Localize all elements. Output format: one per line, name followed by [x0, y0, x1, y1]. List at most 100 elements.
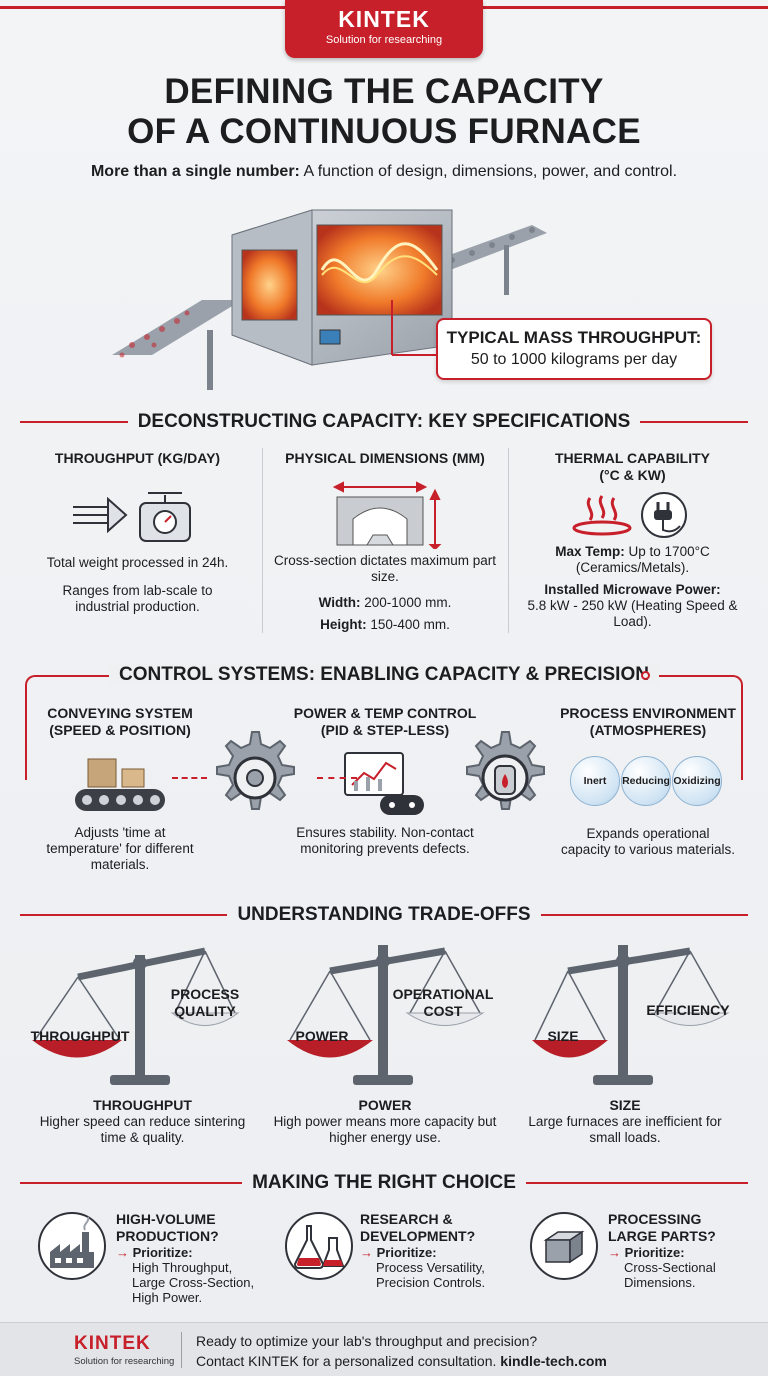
balance-scale-size — [532, 945, 730, 1085]
spec-throughput-heading: THROUGHPUT (KG/DAY) — [54, 450, 221, 466]
right-pan-label-1: OPERATIONAL — [392, 986, 494, 1002]
spec-throughput: THROUGHPUT (KG/DAY) Total weight process… — [20, 450, 255, 615]
environment-text: Expands operational capacity to various … — [548, 826, 748, 858]
header-logo[interactable]: KINTEK Solution for researching — [285, 0, 483, 58]
flask-icon — [285, 1212, 353, 1280]
spec-dimensions: PHYSICAL DIMENSIONS (MM) Cross-section d… — [270, 450, 500, 633]
specs-heading: DECONSTRUCTING CAPACITY: KEY SPECIFICATI… — [137, 411, 631, 432]
spec-temp: Max Temp: Up to 1700°C (Ceramics/Metals)… — [515, 544, 750, 576]
tradeoff-2-left-label: POWER — [287, 1028, 357, 1045]
balance-scale-power — [287, 945, 485, 1085]
environment-heading-2: (ATMOSPHERES) — [589, 722, 707, 738]
height-label: Height: — [320, 617, 367, 632]
header-rule — [525, 1182, 749, 1184]
footer-website-link[interactable]: kindle-tech.com — [500, 1353, 607, 1369]
left-pan-label: POWER — [295, 1028, 349, 1044]
control-conveying: CONVEYING SYSTEM (SPEED & POSITION) Adju… — [40, 705, 200, 873]
choice-heading-1: RESEARCH & — [360, 1211, 453, 1227]
choice-line-3: High Power. — [132, 1290, 203, 1305]
header-rule — [20, 914, 228, 916]
choice-research: RESEARCH & DEVELOPMENT? → Prioritize: Pr… — [360, 1211, 510, 1290]
left-pan-label: THROUGHPUT — [30, 1028, 130, 1044]
choice-large-parts: PROCESSING LARGE PARTS? → Prioritize: Cr… — [608, 1211, 758, 1290]
spec-width: Width: 200-1000 mm. — [270, 595, 500, 611]
height-value: 150-400 mm. — [366, 617, 450, 632]
frame-dot — [641, 671, 650, 680]
tradeoff-3-left-label: SIZE — [538, 1028, 588, 1045]
power-label: Installed Microwave Power: — [544, 582, 721, 597]
spec-power: Installed Microwave Power:5.8 kW - 250 k… — [515, 582, 750, 630]
choice-line-2: Precision Controls. — [376, 1275, 486, 1290]
choice-heading-1: PROCESSING — [608, 1211, 702, 1227]
footer-contact-text: Contact KINTEK for a personalized consul… — [196, 1353, 501, 1369]
tradeoffs-section-header: UNDERSTANDING TRADE-OFFS — [20, 903, 748, 927]
cube-icon — [530, 1212, 598, 1280]
spec-height: Height: 150-400 mm. — [270, 617, 500, 633]
header-rule — [540, 914, 748, 916]
tradeoff-title: POWER — [358, 1097, 412, 1113]
power-control-heading-1: POWER & TEMP CONTROL — [293, 705, 477, 721]
tradeoff-title: SIZE — [609, 1097, 641, 1113]
factory-icon — [38, 1212, 106, 1280]
spec-dimensions-p1: Cross-section dictates maximum part size… — [273, 553, 497, 584]
footer-divider — [181, 1332, 182, 1368]
right-pan-label-1: PROCESS — [170, 986, 240, 1002]
width-value: 200-1000 mm. — [360, 595, 452, 610]
conveyor-boxes-icon — [75, 758, 165, 811]
subtitle-lead: More than a single number: — [90, 163, 300, 180]
atmosphere-bubble-reducing: Reducing — [621, 756, 671, 806]
conveying-desc: Adjusts 'time at temperature' for differ… — [46, 825, 194, 872]
choice-heading-2: DEVELOPMENT? — [360, 1228, 476, 1244]
header-rule — [20, 1182, 243, 1184]
power-value: 5.8 kW - 250 kW (Heating Speed & Load). — [527, 598, 738, 629]
footer-tagline: Solution for researching — [74, 1356, 175, 1367]
left-pan-label: SIZE — [547, 1028, 579, 1044]
choice-production: HIGH-VOLUME PRODUCTION? → Prioritize: Hi… — [116, 1211, 266, 1305]
footer-cta-line-1: Ready to optimize your lab's throughput … — [196, 1333, 538, 1349]
tradeoff-1-left-label: THROUGHPUT — [20, 1028, 140, 1045]
spec-thermal: THERMAL CAPABILITY (°C & KW) Max Temp: U… — [515, 450, 750, 630]
choice-heading-2: PRODUCTION? — [116, 1228, 219, 1244]
footer-cta-line-2: Contact KINTEK for a personalized consul… — [196, 1353, 607, 1369]
choice-section-header: MAKING THE RIGHT CHOICE — [20, 1171, 749, 1195]
flow-connector — [172, 777, 207, 779]
column-divider — [262, 448, 263, 633]
choice-line-1: Cross-Sectional — [624, 1260, 716, 1275]
callout-value: 50 to 1000 kilograms per day — [470, 351, 678, 368]
choice-prioritize: Prioritize: — [132, 1245, 193, 1260]
specs-section-header: DECONSTRUCTING CAPACITY: KEY SPECIFICATI… — [20, 410, 748, 434]
balance-scale-throughput — [32, 947, 240, 1085]
environment-desc: Expands operational capacity to various … — [560, 826, 736, 857]
control-section-header: CONTROL SYSTEMS: ENABLING CAPACITY & PRE… — [60, 663, 708, 687]
environment-heading-1: PROCESS ENVIRONMENT — [560, 705, 736, 721]
choice-heading: MAKING THE RIGHT CHOICE — [252, 1172, 516, 1193]
callout-heading: TYPICAL MASS THROUGHPUT: — [446, 328, 702, 347]
title-line-2: OF A CONTINUOUS FURNACE — [127, 112, 641, 151]
atmosphere-bubble-inert: Inert — [570, 756, 620, 806]
power-control-desc: Ensures stability. Non-contact monitorin… — [296, 825, 474, 856]
tradeoff-desc: Large furnaces are inefficient for small… — [528, 1114, 722, 1145]
choice-prioritize: Prioritize: — [624, 1245, 685, 1260]
choice-line-2: Large Cross-Section, — [132, 1275, 255, 1290]
right-pan-label-2: QUALITY — [174, 1003, 236, 1019]
right-pan-label: EFFICIENCY — [646, 1002, 730, 1018]
atmosphere-bubble-oxidizing: Oxidizing — [672, 756, 722, 806]
control-heading: CONTROL SYSTEMS: ENABLING CAPACITY & PRE… — [109, 664, 659, 686]
choice-heading-2: LARGE PARTS? — [608, 1228, 716, 1244]
logo-brand: KINTEK — [338, 6, 430, 32]
spec-thermal-heading-2: (°C & KW) — [599, 467, 666, 483]
temp-label: Max Temp: — [555, 544, 625, 559]
subtitle-rest: A function of design, dimensions, power,… — [299, 163, 678, 180]
page-title: DEFINING THE CAPACITY OF A CONTINUOUS FU… — [0, 72, 768, 152]
flow-connector — [317, 777, 357, 779]
tradeoff-desc: High power means more capacity but highe… — [273, 1114, 497, 1145]
footer-logo[interactable]: KINTEK — [74, 1333, 151, 1354]
throughput-callout: TYPICAL MASS THROUGHPUT: 50 to 1000 kilo… — [436, 318, 712, 380]
control-power: POWER & TEMP CONTROL (PID & STEP-LESS) E… — [290, 705, 480, 857]
logo-tagline: Solution for researching — [325, 34, 443, 46]
heat-and-plug-icon — [572, 492, 687, 538]
gear-icon — [216, 731, 295, 810]
spec-thermal-heading-1: THERMAL CAPABILITY — [554, 450, 711, 466]
tradeoff-title: THROUGHPUT — [93, 1097, 192, 1113]
